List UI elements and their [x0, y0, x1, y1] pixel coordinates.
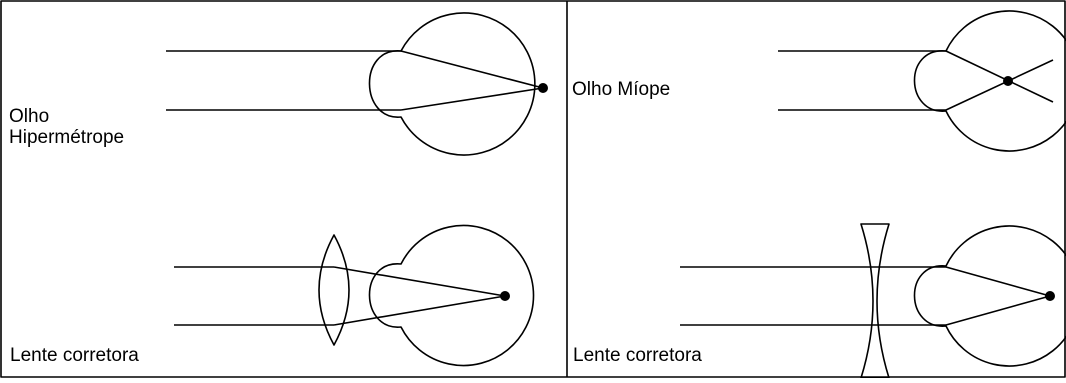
hyperopic-corrective-lens-label: Lente corretora	[10, 345, 139, 366]
refracted-ray-bottom	[400, 87, 544, 111]
hyperopic-eye-label: Olho Hipermétrope	[9, 106, 124, 148]
hyperopic-eye-label-line1: Olho	[9, 106, 50, 127]
focal-point-on-retina	[1045, 291, 1055, 301]
crossing-ray-top	[945, 50, 1054, 103]
crossing-ray-bottom	[945, 59, 1054, 111]
hyperopic-eye-outline	[368, 12, 536, 156]
hyperopic-eye-label-line2: Hipermétrope	[9, 127, 125, 148]
focal-point-behind-retina	[538, 83, 548, 93]
myopic-eye-label: Olho Míope	[572, 79, 671, 100]
refracted-ray-bottom	[945, 295, 1051, 326]
hyperopic-corrected-panel	[174, 224, 535, 367]
focal-point-in-front-of-retina	[1003, 76, 1013, 86]
refracted-ray-top	[333, 266, 506, 297]
myopic-corrected-eye-outline	[913, 225, 1066, 367]
focal-point-on-retina	[500, 291, 510, 301]
hyperopic-corrected-eye-outline	[368, 224, 535, 367]
refracted-ray-top	[400, 50, 544, 89]
myopic-eye-panel	[778, 10, 1066, 152]
hyperopic-eye-panel	[166, 12, 548, 156]
refracted-ray-bottom	[333, 295, 506, 326]
myopic-corrective-lens-label: Lente corretora	[573, 345, 702, 366]
concave-lens	[860, 223, 890, 379]
refracted-ray-top	[945, 266, 1051, 297]
convex-lens	[318, 234, 350, 346]
myopic-corrected-panel	[680, 223, 1066, 379]
myopic-eye-outline	[913, 10, 1066, 152]
